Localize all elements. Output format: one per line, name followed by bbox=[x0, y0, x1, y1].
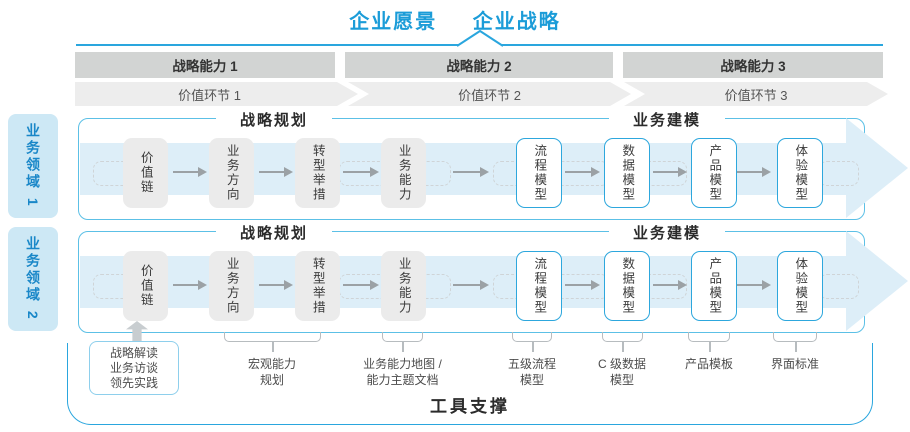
capability-band-2: 战略能力 2 bbox=[345, 52, 613, 78]
box-product-model: 产品模型 bbox=[691, 138, 737, 208]
box-business-direction: 业务方向 bbox=[209, 138, 254, 208]
box-value-chain: 价值链 bbox=[123, 251, 168, 321]
strategy-label: 企业战略 bbox=[472, 11, 561, 33]
annotation-ui-standard: 界面标准 bbox=[735, 356, 855, 372]
domain-row-1: 价值链 业务方向 转型举措 业务能力 流程模型 数据模型 产品模型 体验模型 战… bbox=[78, 109, 908, 220]
annotation-capability-map: 业务能力地图 / 能力主题文档 bbox=[330, 356, 475, 388]
arrow-right-icon bbox=[737, 280, 771, 290]
annotation-strategy-inputs: 战略解读 业务访谈 领先实践 bbox=[89, 341, 179, 395]
capability-band-1: 战略能力 1 bbox=[75, 52, 335, 78]
underbrace bbox=[512, 332, 552, 342]
annotation-product-template: 产品模板 bbox=[649, 356, 769, 372]
underbrace bbox=[688, 332, 730, 342]
underbrace-stem bbox=[532, 342, 534, 352]
underbrace-stem bbox=[622, 342, 624, 352]
annotation-line: 能力主题文档 bbox=[366, 373, 439, 387]
header-titles: 企业愿景 企业战略 bbox=[0, 5, 910, 34]
underbrace-stem bbox=[272, 342, 274, 352]
dashed-slot bbox=[819, 274, 859, 299]
tool-support-container: 工具支撑 bbox=[67, 343, 873, 425]
tool-support-label: 工具支撑 bbox=[430, 397, 510, 416]
underbrace-stem bbox=[795, 342, 797, 352]
annotation-macro-capability: 宏观能力 规划 bbox=[212, 356, 332, 388]
annotation-line: 模型 bbox=[519, 373, 544, 387]
box-experience-model: 体验模型 bbox=[777, 138, 823, 208]
annotation-line: 业务能力地图 / bbox=[363, 357, 442, 371]
annotation-line: 宏观能力 bbox=[247, 357, 296, 371]
annotation-line: 五级流程 bbox=[507, 357, 556, 371]
arrow-right-icon bbox=[259, 280, 293, 290]
arrow-right-icon bbox=[453, 167, 489, 177]
underbrace bbox=[602, 332, 643, 342]
box-process-model: 流程模型 bbox=[516, 138, 562, 208]
caret-up-icon bbox=[456, 29, 504, 47]
arrow-right-icon bbox=[565, 280, 600, 290]
annotation-line: 模型 bbox=[609, 373, 634, 387]
underbrace bbox=[382, 332, 423, 342]
section-title-modeling: 业务建模 bbox=[609, 222, 725, 242]
box-business-capability: 业务能力 bbox=[381, 251, 426, 321]
arrow-right-icon bbox=[343, 280, 379, 290]
annotation-data-model: C 级数据 模型 bbox=[562, 356, 682, 388]
underbrace-stem bbox=[709, 342, 711, 352]
value-band-3-label: 价值环节 3 bbox=[724, 87, 788, 103]
domain-row-2: 价值链 业务方向 转型举措 业务能力 流程模型 数据模型 产品模型 体验模型 战… bbox=[78, 222, 908, 333]
annotation-line: 业务访谈 bbox=[109, 360, 158, 375]
section-title-planning: 战略规划 bbox=[216, 222, 332, 242]
box-business-direction: 业务方向 bbox=[209, 251, 254, 321]
underbrace bbox=[773, 332, 817, 342]
annotation-line: 规划 bbox=[259, 373, 284, 387]
arrow-right-icon bbox=[653, 280, 687, 290]
annotation-line: 界面标准 bbox=[770, 357, 819, 371]
capability-band-2-label: 战略能力 2 bbox=[446, 59, 512, 74]
box-transformation-initiatives: 转型举措 bbox=[295, 138, 340, 208]
box-transformation-initiatives: 转型举措 bbox=[295, 251, 340, 321]
box-experience-model: 体验模型 bbox=[777, 251, 823, 321]
annotation-line: 战略解读 bbox=[109, 345, 158, 360]
annotation-process-model: 五级流程 模型 bbox=[472, 356, 592, 388]
capability-band-3-label: 战略能力 3 bbox=[720, 59, 786, 74]
capability-band-3: 战略能力 3 bbox=[623, 52, 883, 78]
arrow-right-icon bbox=[173, 167, 207, 177]
box-process-model: 流程模型 bbox=[516, 251, 562, 321]
arrow-right-icon bbox=[565, 167, 600, 177]
domain-label-2: 业务领域 2 bbox=[8, 227, 58, 331]
arrow-right-icon bbox=[453, 280, 489, 290]
domain-label-1: 业务领域 1 bbox=[8, 114, 58, 218]
value-band-3: 价值环节 3 bbox=[624, 82, 888, 106]
arrow-right-icon bbox=[653, 167, 687, 177]
box-product-model: 产品模型 bbox=[691, 251, 737, 321]
dashed-slot bbox=[819, 161, 859, 186]
section-title-modeling: 业务建模 bbox=[609, 109, 725, 129]
value-band-1-label: 价值环节 1 bbox=[178, 87, 241, 103]
arrow-right-icon bbox=[343, 167, 379, 177]
arrow-right-icon bbox=[173, 280, 207, 290]
box-data-model: 数据模型 bbox=[604, 251, 650, 321]
capability-band-1-label: 战略能力 1 bbox=[172, 59, 238, 74]
value-band-2: 价值环节 2 bbox=[348, 82, 631, 106]
underbrace bbox=[224, 332, 321, 342]
section-title-planning: 战略规划 bbox=[216, 109, 332, 129]
vision-label: 企业愿景 bbox=[349, 11, 438, 33]
value-band-1: 价值环节 1 bbox=[75, 82, 358, 106]
arrow-right-icon bbox=[737, 167, 771, 177]
underbrace-stem bbox=[402, 342, 404, 352]
annotation-line: 产品模板 bbox=[684, 357, 733, 371]
box-data-model: 数据模型 bbox=[604, 138, 650, 208]
arrow-right-icon bbox=[259, 167, 293, 177]
box-value-chain: 价值链 bbox=[123, 138, 168, 208]
annotation-line: C 级数据 bbox=[597, 357, 646, 371]
annotation-line: 领先实践 bbox=[109, 375, 158, 390]
value-band-2-label: 价值环节 2 bbox=[458, 87, 521, 103]
box-business-capability: 业务能力 bbox=[381, 138, 426, 208]
